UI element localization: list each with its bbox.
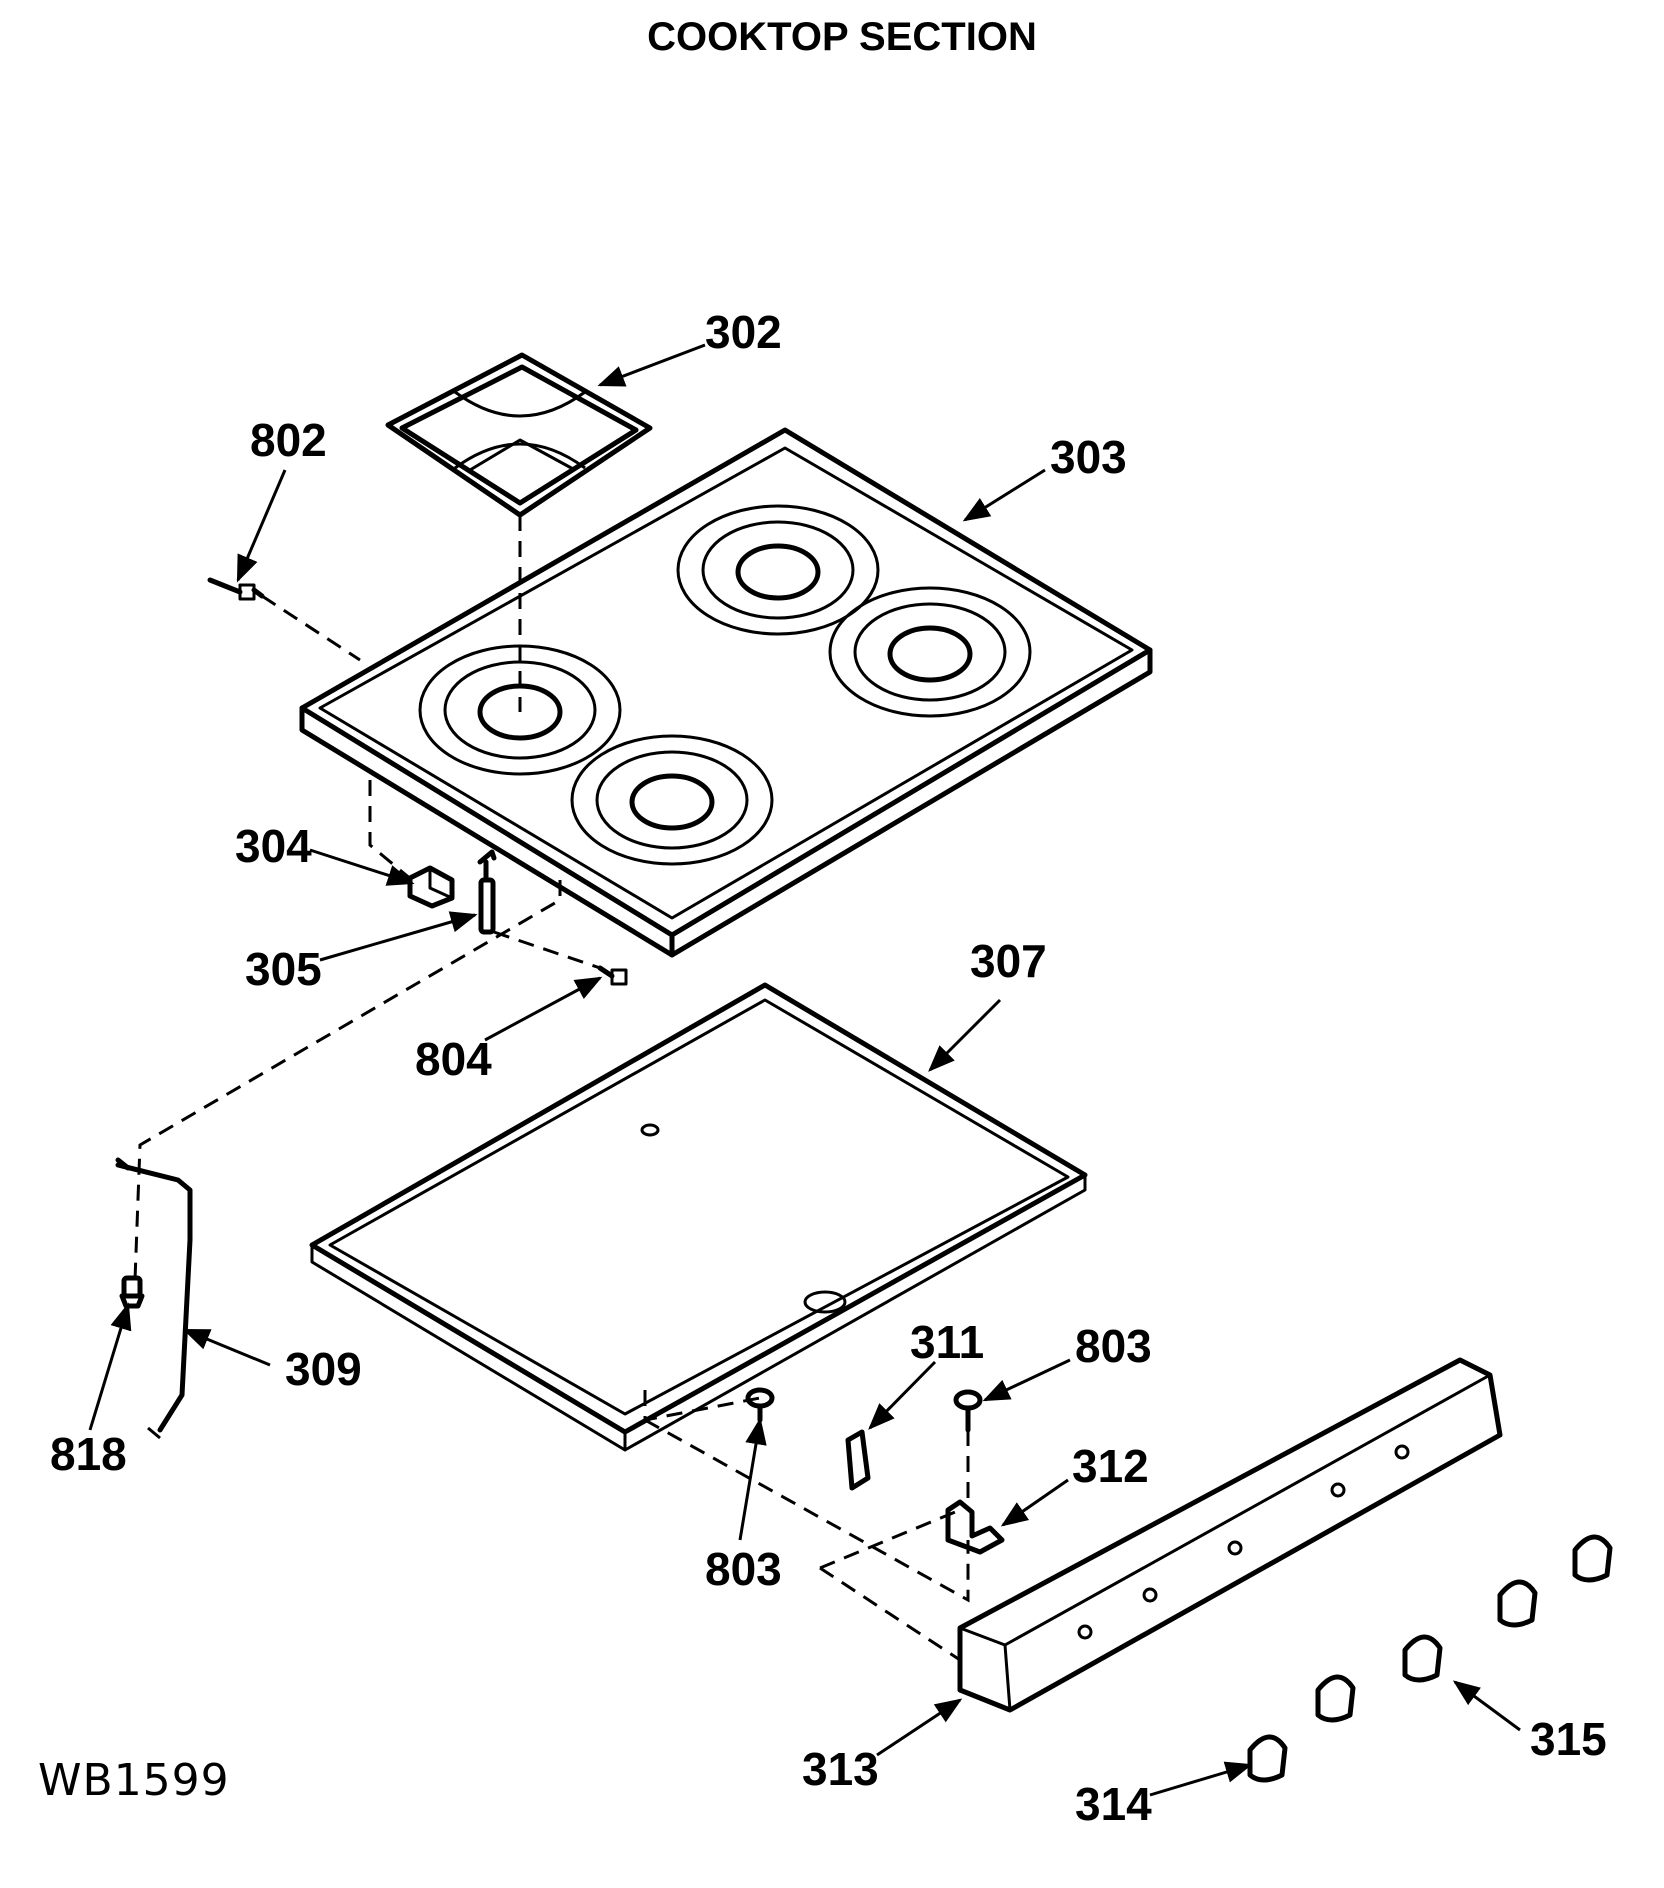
burner-well-right-front [828,586,1032,718]
callout-312: 312 [1072,1440,1149,1492]
callout-304: 304 [235,820,312,872]
cooktop-303 [299,427,1153,958]
bracket-311 [845,1429,871,1491]
knob-315 [1402,1634,1443,1683]
electrode-305 [477,849,497,935]
drawing-code: WB1599 [38,1755,230,1806]
screw-804 [597,965,628,986]
leader-lines [88,343,1521,1797]
assembly-lines [133,515,970,1662]
burner-grate-302 [385,352,653,518]
callout-305: 305 [245,943,322,995]
callout-315: 315 [1530,1713,1607,1765]
callout-803-lower: 803 [705,1543,782,1595]
callout-313: 313 [802,1743,879,1795]
knob-315b [1497,1579,1538,1628]
callout-314: 314 [1075,1778,1152,1830]
callout-802: 802 [250,414,327,466]
control-panel-313 [957,1357,1503,1713]
knob-315c [1572,1534,1613,1583]
callout-302: 302 [705,306,782,358]
callout-309: 309 [285,1343,362,1395]
screw-802 [207,577,265,601]
bracket-304 [407,865,455,909]
callout-804: 804 [415,1033,492,1085]
screw-803-lower [745,1387,775,1423]
support-rod-309 [115,1157,193,1440]
callout-303: 303 [1050,431,1127,483]
burner-well-left-front [570,734,774,866]
callout-labels: 302 303 802 304 305 804 307 309 818 311 … [50,306,1607,1830]
bracket-312 [945,1499,1005,1555]
callout-818: 818 [50,1428,127,1480]
knob-314b [1315,1674,1356,1723]
clip-818 [119,1275,145,1309]
burner-well-right-rear [676,504,880,636]
callout-311: 311 [910,1316,984,1368]
callout-307: 307 [970,935,1047,987]
callout-803-upper: 803 [1075,1320,1152,1372]
knob-314 [1247,1734,1288,1783]
page-title: COOKTOP SECTION [647,15,1037,59]
screw-803-upper [953,1389,983,1433]
burner-box-307 [309,982,1088,1452]
